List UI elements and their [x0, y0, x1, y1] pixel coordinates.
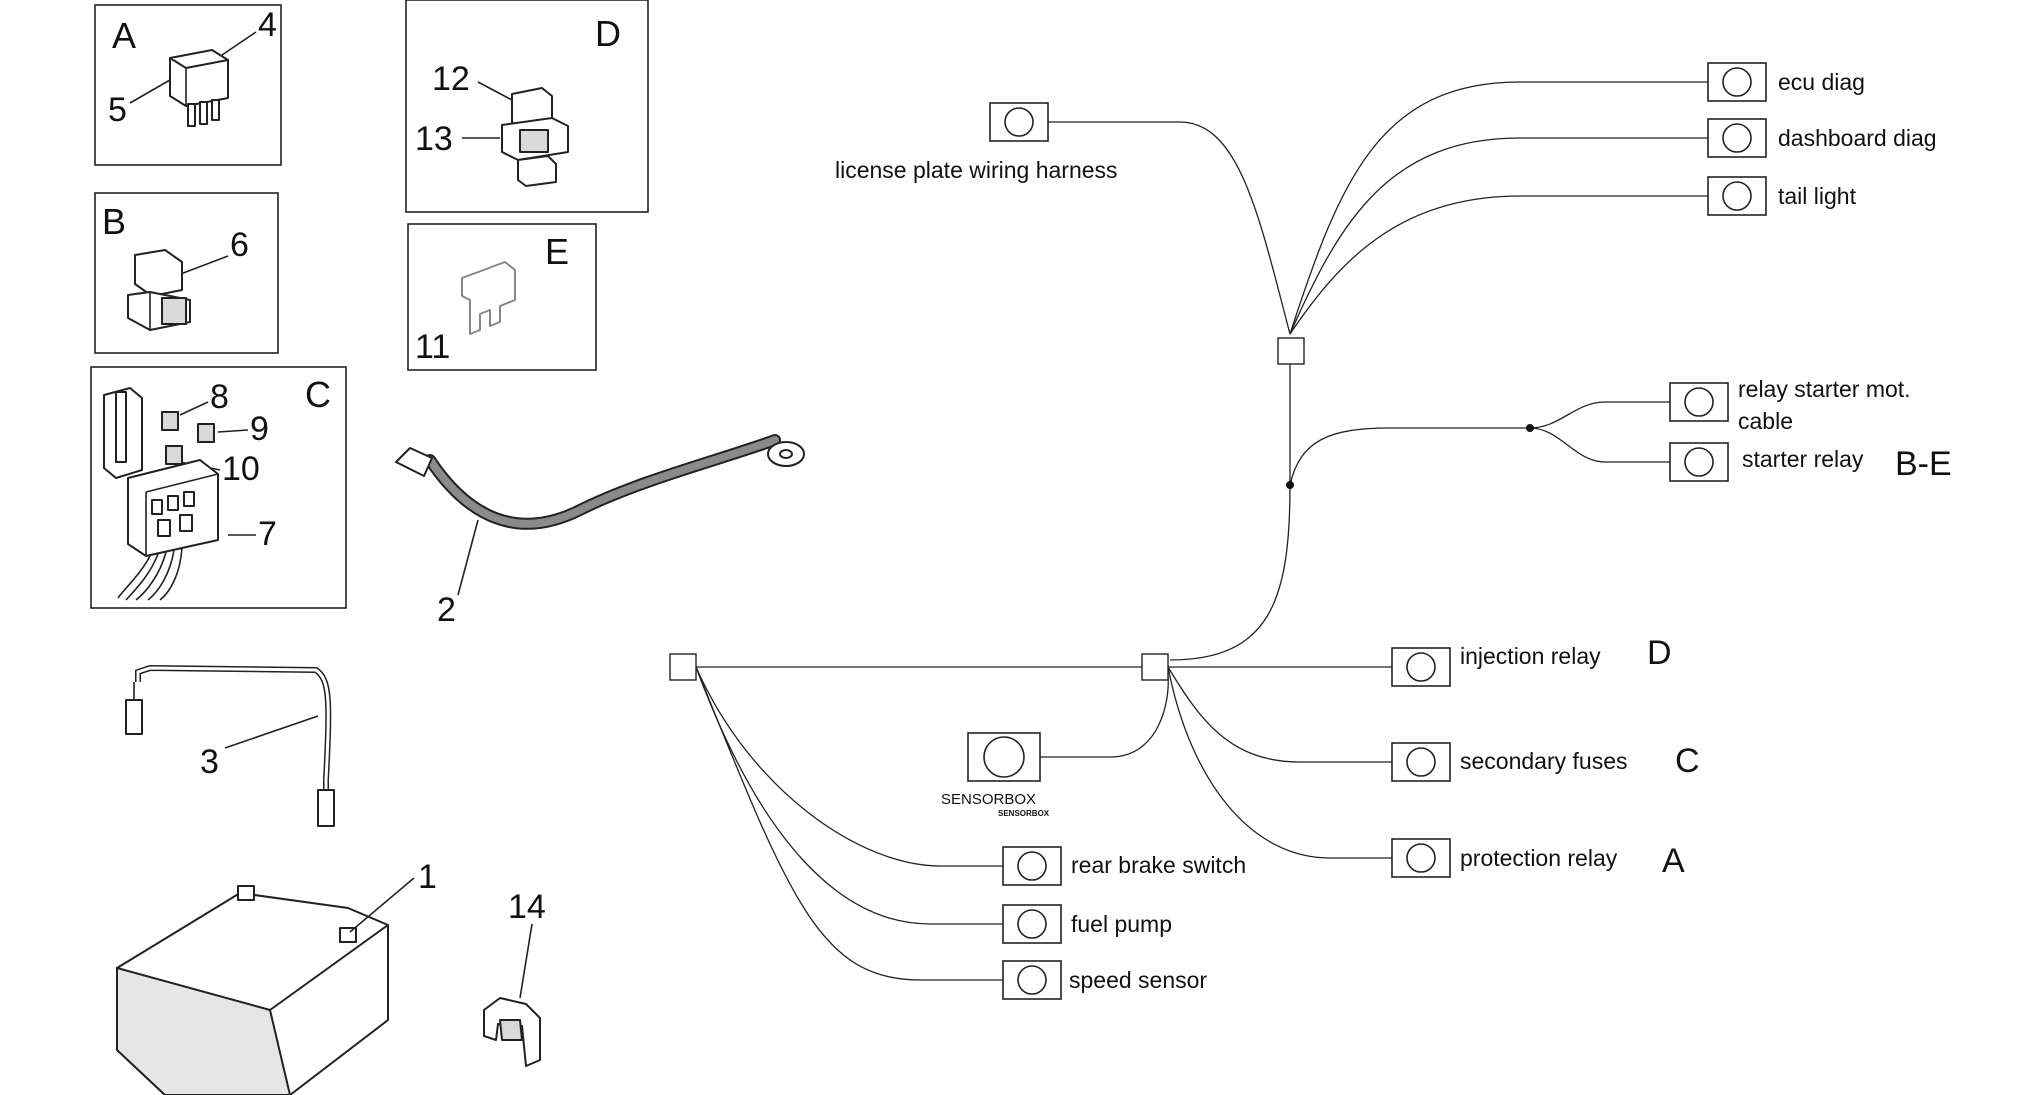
part-number-5: 5: [108, 91, 127, 129]
connector-license-plate: license plate wiring harness: [835, 102, 1118, 183]
connector-dashboard-diag: dashboard diag: [1707, 118, 1937, 158]
group-c-frame: [90, 366, 347, 609]
connector-ecu-diag: ecu diag: [1707, 62, 1865, 102]
group-a: A 4 5: [94, 4, 282, 166]
part-number-7: 7: [258, 515, 277, 553]
group-b: B 6: [94, 192, 279, 354]
kit-reference-d: D: [1647, 634, 1672, 672]
group-e: E 11: [407, 223, 597, 371]
part-number-4: 4: [258, 6, 277, 44]
connector-label-speed-sensor: speed sensor: [1069, 967, 1207, 993]
part-number-13: 13: [415, 120, 453, 158]
group-d-frame: [405, 0, 649, 213]
connector-label-starter-relay: starter relay: [1742, 446, 1864, 472]
group-b-frame: [94, 192, 279, 354]
wires: [695, 81, 1708, 981]
group-a-letter: A: [112, 15, 136, 56]
group-e-frame: [407, 223, 597, 371]
connector-label-fuel-pump: fuel pump: [1071, 911, 1172, 937]
part-number-9: 9: [250, 410, 269, 448]
connector-injection-relay: injection relay D: [1391, 634, 1672, 687]
relay-b-illustration: [127, 249, 191, 331]
connector-rear-brake-switch: rear brake switch: [1002, 846, 1246, 886]
connector-label-secondary-fuses: secondary fuses: [1460, 748, 1627, 774]
part-number-12: 12: [432, 60, 470, 98]
connector-label-protection-relay: protection relay: [1460, 845, 1618, 871]
group-c: C 8 9 10 7: [90, 366, 347, 609]
connector-label-dashboard-diag: dashboard diag: [1778, 125, 1937, 151]
splice-point-trunk: [1286, 481, 1294, 489]
junction-middle: [1141, 653, 1169, 681]
connector-secondary-fuses: secondary fuses C: [1391, 742, 1700, 782]
part-number-14: 14: [508, 888, 546, 926]
leader-6: [177, 255, 229, 276]
battery: 1: [116, 858, 437, 1095]
connector-relay-starter: relay starter mot. cable: [1669, 376, 1911, 434]
connector-tail-light: tail light: [1707, 176, 1857, 216]
connector-label-tail-light: tail light: [1778, 183, 1857, 209]
connector-label-ecu-diag: ecu diag: [1778, 69, 1865, 95]
splice-point-starter: [1526, 424, 1534, 432]
fuse-illustration: [461, 261, 516, 335]
connector-label-relay-starter-line2: cable: [1738, 408, 1793, 434]
kit-reference-b-e: B-E: [1895, 445, 1952, 483]
junction-top: [1277, 337, 1305, 365]
connector-speed-sensor: speed sensor: [1002, 960, 1207, 1000]
kit-reference-a: A: [1662, 842, 1685, 880]
kit-reference-c: C: [1675, 742, 1700, 780]
connector-fuel-pump: fuel pump: [1002, 904, 1172, 944]
group-d: D 12 13: [405, 0, 649, 213]
fuse-box-illustration: [103, 387, 219, 601]
connector-starter-relay: starter relay B-E: [1669, 442, 1952, 483]
connector-label-sensorbox: SENSORBOX: [941, 791, 1036, 808]
junction-left: [669, 653, 697, 681]
battery-cable: 2: [395, 434, 805, 629]
connector-label-injection-relay: injection relay: [1460, 643, 1601, 669]
connector-protection-relay: protection relay A: [1391, 838, 1685, 880]
relay-a-illustration: [169, 49, 229, 127]
part-number-10: 10: [222, 450, 260, 488]
group-b-letter: B: [102, 201, 126, 242]
part-number-8: 8: [210, 378, 229, 416]
leader-5: [129, 79, 171, 104]
connector-label-rear-brake-switch: rear brake switch: [1071, 852, 1246, 878]
relay-d-illustration: [501, 87, 569, 187]
connector-label-license-plate: license plate wiring harness: [835, 157, 1118, 183]
elbow-connector: 14: [483, 888, 546, 1067]
leader-4: [221, 31, 257, 56]
connector-label-relay-starter-line1: relay starter mot.: [1738, 376, 1911, 402]
part-number-11: 11: [415, 328, 450, 366]
group-d-letter: D: [595, 13, 621, 54]
part-number-2: 2: [437, 591, 456, 629]
group-c-letter: C: [305, 374, 331, 415]
group-a-frame: [94, 4, 282, 166]
sensor-harness: 3: [125, 664, 335, 827]
connector-sensorbox: SENSORBOX SENSORBOX: [941, 732, 1050, 818]
group-e-letter: E: [545, 231, 569, 272]
part-number-6: 6: [230, 226, 249, 264]
part-number-1: 1: [418, 858, 437, 896]
part-number-3: 3: [200, 743, 219, 781]
connector-label-sensorbox-small: SENSORBOX: [998, 809, 1050, 818]
